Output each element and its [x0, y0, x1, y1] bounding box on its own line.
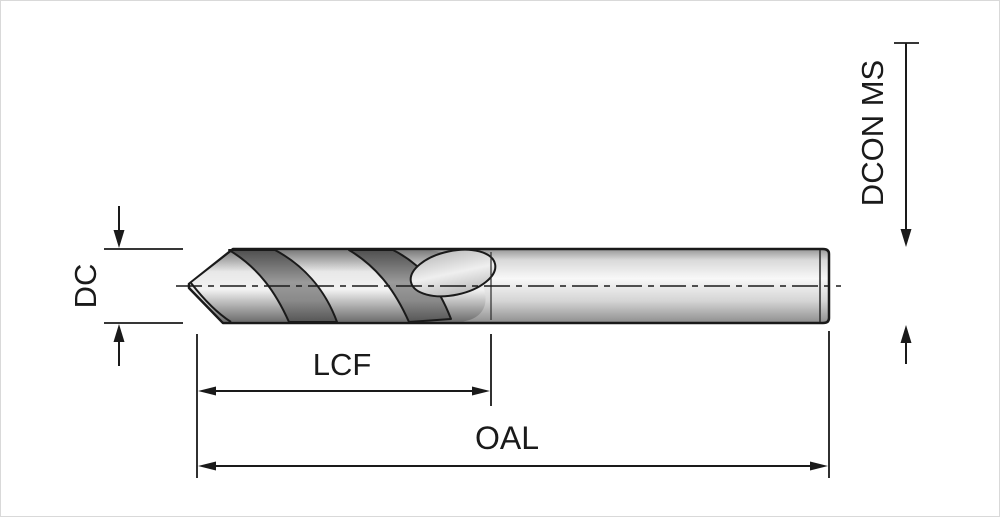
oal-label: OAL [475, 420, 539, 456]
arrowhead-right-icon [472, 386, 490, 396]
arrowhead-up-icon [900, 325, 912, 343]
arrowhead-up-icon [113, 324, 125, 342]
arrowhead-down-icon [900, 229, 912, 247]
arrowhead-left-icon [198, 386, 216, 396]
dc-label: DC [68, 264, 103, 309]
arrowhead-right-icon [810, 461, 828, 471]
dcon-ms-label: DCON MS [855, 60, 890, 206]
lcf-label: LCF [313, 347, 372, 382]
arrowhead-down-icon [113, 230, 125, 248]
arrowhead-left-icon [198, 461, 216, 471]
oal-dimension: OAL [196, 331, 830, 478]
flute-runout-ellipse [409, 248, 497, 298]
lcf-dimension: LCF [198, 334, 492, 406]
dcon-dimension: DCON MS [855, 42, 919, 364]
drill-bit [187, 247, 831, 325]
dc-dimension: DC [68, 206, 183, 366]
tip-edge-line [190, 282, 232, 323]
